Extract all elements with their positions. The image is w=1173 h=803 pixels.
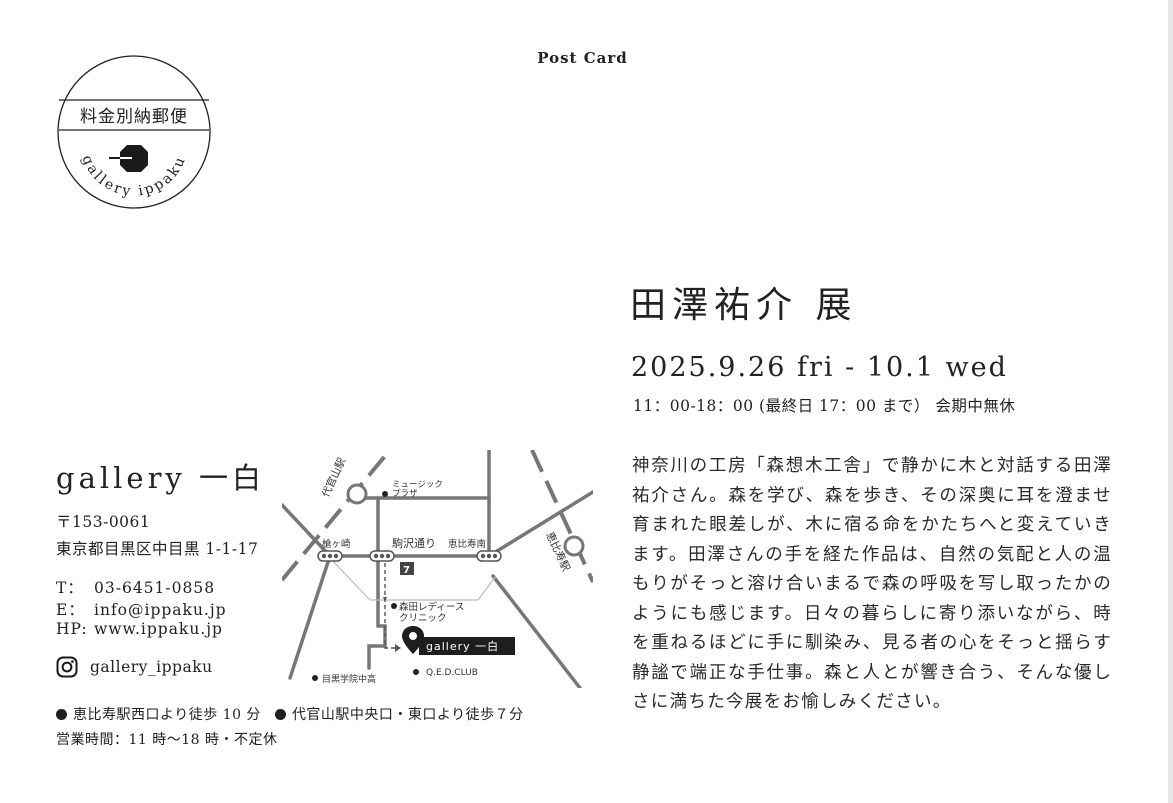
instagram-icon <box>56 656 78 678</box>
bullet-icon <box>274 709 286 720</box>
label-morita-1: 森田レディース <box>399 601 464 613</box>
route-to-gallery <box>384 563 397 649</box>
poi-dot-icon <box>312 675 318 681</box>
gallery-location-pin-icon <box>402 626 424 654</box>
signal-komazawa-icon <box>369 550 395 562</box>
tel-label: T： <box>56 579 84 597</box>
daikanyama-station-label: 代官山駅 <box>319 455 349 499</box>
street-thin <box>327 555 497 601</box>
road-southwest <box>288 554 332 680</box>
email-line: E： info@ippaku.jp <box>56 598 227 620</box>
exhibition-hours: 11：00-18：00 (最終日 17：00 まで） 会期中無休 <box>633 397 1016 415</box>
email-address[interactable]: info@ippaku.jp <box>94 601 227 619</box>
poi-dot-icon <box>413 669 419 675</box>
access-info: 恵比寿駅西口より徒歩 10 分 代官山駅中央口・東口より徒歩７分 <box>56 704 524 724</box>
label-ebisu-minami: 恵比寿南 <box>448 538 486 550</box>
rail-line-jr-yamanote <box>530 450 593 583</box>
road-east <box>487 490 593 558</box>
homepage-line: HP: www.ippaku.jp <box>56 620 223 638</box>
postcard-label: Post Card <box>537 49 628 67</box>
homepage-url[interactable]: www.ippaku.jp <box>94 620 223 638</box>
route-arrow-icon <box>383 597 387 602</box>
road-meguro-gakuin <box>367 624 387 670</box>
homepage-label: HP: <box>56 620 88 638</box>
gallery-marker-label: gallery 一白 <box>426 639 499 653</box>
svg-text:7: 7 <box>403 565 410 576</box>
label-komazawa-dori: 駒沢通り <box>392 536 436 550</box>
gallery-address: 東京都目黒区中目黒 1-1-17 <box>56 540 259 558</box>
email-label: E： <box>56 601 85 619</box>
gallery-name: gallery 一白 <box>56 461 266 495</box>
label-meguro-gakuin: 目黒学院中高 <box>322 673 376 685</box>
poi-dot-icon <box>382 491 388 497</box>
access-daikanyama: 代官山駅中央口・東口より徒歩７分 <box>291 707 524 723</box>
postal-code: 〒153-0061 <box>56 513 151 531</box>
instagram-handle[interactable]: gallery_ippaku <box>90 658 213 676</box>
access-map: 代官山駅 恵比寿駅 槍ヶ崎 駒沢通り 恵比寿南 ミュージック プラザ 7 森田レ… <box>282 450 593 688</box>
exhibition-title: 田澤祐介 展 <box>630 285 858 326</box>
road-southeast <box>491 574 582 688</box>
label-hinokizaka: 槍ヶ崎 <box>322 538 351 550</box>
bullet-icon <box>56 709 67 720</box>
road-north-left <box>282 503 332 558</box>
route-arrow-icon <box>395 644 401 652</box>
postage-stamp-mark: 料金別納郵便 gallery ippaku <box>56 54 212 210</box>
label-music-plaza-1: ミュージック <box>392 480 443 490</box>
label-morita-2: クリニック <box>399 613 447 624</box>
exhibition-description: 神奈川の工房「森想木工舎」で静かに木と対話する田澤祐介さん。森を学び、森を歩き、… <box>632 456 1112 712</box>
ippaku-logo-icon <box>109 145 148 172</box>
business-hours: 営業時間：11 時〜18 時・不定休 <box>56 732 278 748</box>
rail-line-tokyu-toyoko <box>282 450 392 582</box>
stamp-top-text: 料金別納郵便 <box>80 107 188 127</box>
daikanyama-station-icon <box>346 483 368 505</box>
access-ebisu: 恵比寿駅西口より徒歩 10 分 <box>73 707 261 723</box>
label-music-plaza-2: プラザ <box>392 489 418 499</box>
poi-dot-icon <box>391 603 397 609</box>
signal-ebisu-minami-icon <box>476 550 502 562</box>
convenience-store-icon <box>400 562 414 575</box>
signal-hinokizaka-icon <box>317 550 343 562</box>
label-qed-club: Q.E.D.CLUB <box>426 668 478 678</box>
instagram-line: gallery_ippaku <box>56 656 213 678</box>
exhibition-dates: 2025.9.26 fri - 10.1 wed <box>631 352 1008 383</box>
tel-number[interactable]: 03-6451-0858 <box>94 579 216 597</box>
tel-line: T： 03-6451-0858 <box>56 576 215 598</box>
page-edge <box>1168 0 1173 803</box>
gallery-marker-box <box>419 637 515 655</box>
ebisu-station-icon <box>563 535 585 557</box>
